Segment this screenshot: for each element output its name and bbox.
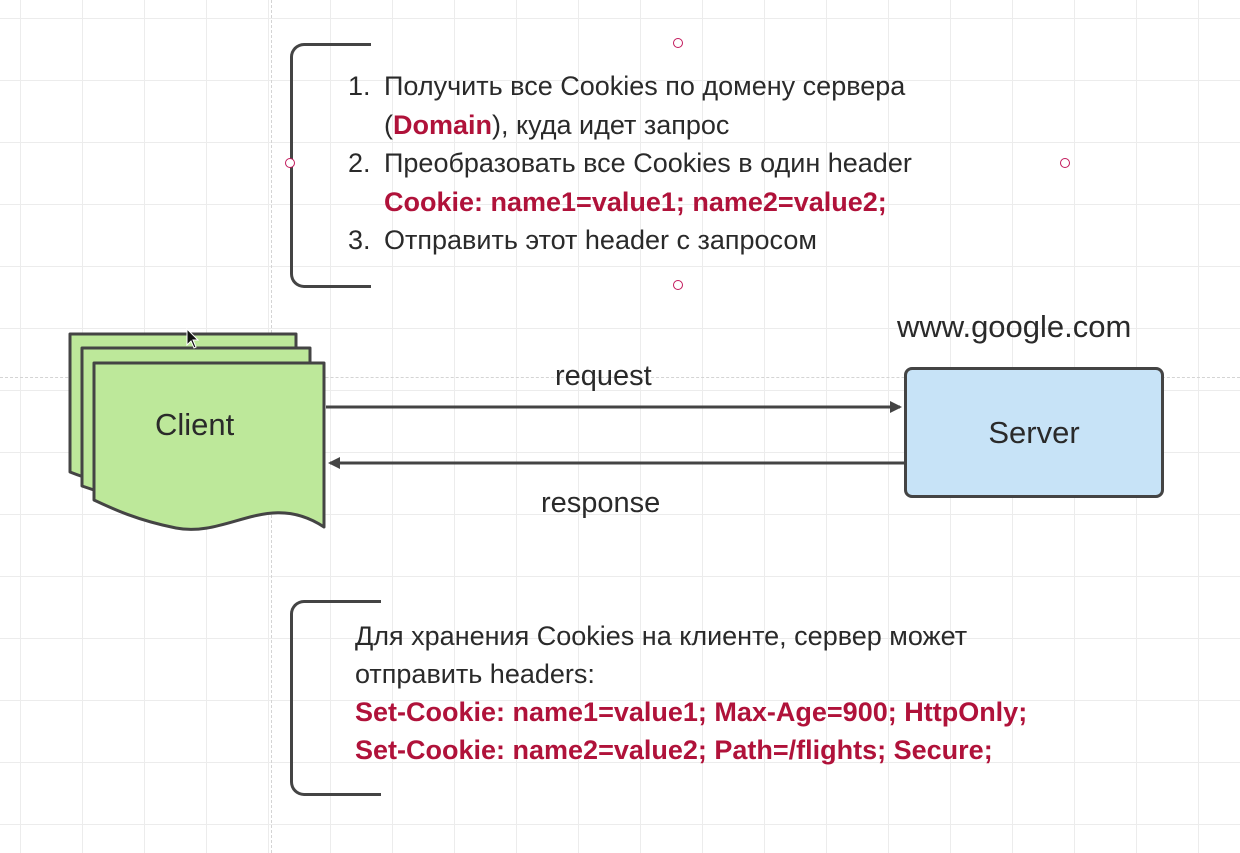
storage-note-line-1: Для хранения Cookies на клиенте, сервер …: [355, 621, 968, 651]
request-label: request: [555, 360, 652, 392]
server-label: Server: [988, 414, 1080, 450]
set-cookie-header-2: Set-Cookie: name2=value2; Path=/flights;…: [355, 735, 993, 765]
domain-keyword: Domain: [393, 109, 493, 140]
step-3: 3. Отправить этот header с запросом: [348, 221, 912, 260]
step-text: Преобразовать все Cookies в один header: [384, 148, 912, 178]
step-text-prefix: (: [384, 109, 393, 140]
step-text-suffix: ), куда идет запрос: [492, 109, 730, 140]
storage-note-line-2: отправить headers:: [355, 659, 595, 689]
horizontal-guide-line: [0, 377, 1240, 378]
client-document-front: [92, 361, 326, 531]
client-document-stack[interactable]: [68, 332, 326, 531]
step-number: 2.: [348, 148, 371, 178]
set-cookie-header-1: Set-Cookie: name1=value1; Max-Age=900; H…: [355, 697, 1028, 727]
server-box[interactable]: Server: [904, 367, 1164, 498]
response-label: response: [541, 487, 661, 519]
step-2: 2. Преобразовать все Cookies в один head…: [348, 144, 912, 221]
step-number: 3.: [348, 225, 371, 255]
client-label: Client: [155, 407, 235, 442]
steps-list: 1. Получить все Cookies по домену сервер…: [348, 67, 912, 260]
resize-handle-bottom[interactable]: [673, 280, 683, 290]
cookie-header-example: Cookie: name1=value1; name2=value2;: [384, 186, 887, 217]
storage-note: Для хранения Cookies на клиенте, сервер …: [355, 617, 1215, 769]
server-host-label: www.google.com: [897, 309, 1132, 344]
resize-handle-right[interactable]: [1060, 158, 1070, 168]
step-text: Получить все Cookies по домену сервера: [384, 71, 906, 101]
mouse-pointer-icon: [186, 328, 200, 349]
resize-handle-left[interactable]: [285, 158, 295, 168]
resize-handle-top[interactable]: [673, 38, 683, 48]
step-number: 1.: [348, 71, 371, 101]
step-1: 1. Получить все Cookies по домену сервер…: [348, 67, 912, 144]
step-text: Отправить этот header с запросом: [384, 225, 817, 255]
bottom-note-bracket: [290, 600, 381, 796]
